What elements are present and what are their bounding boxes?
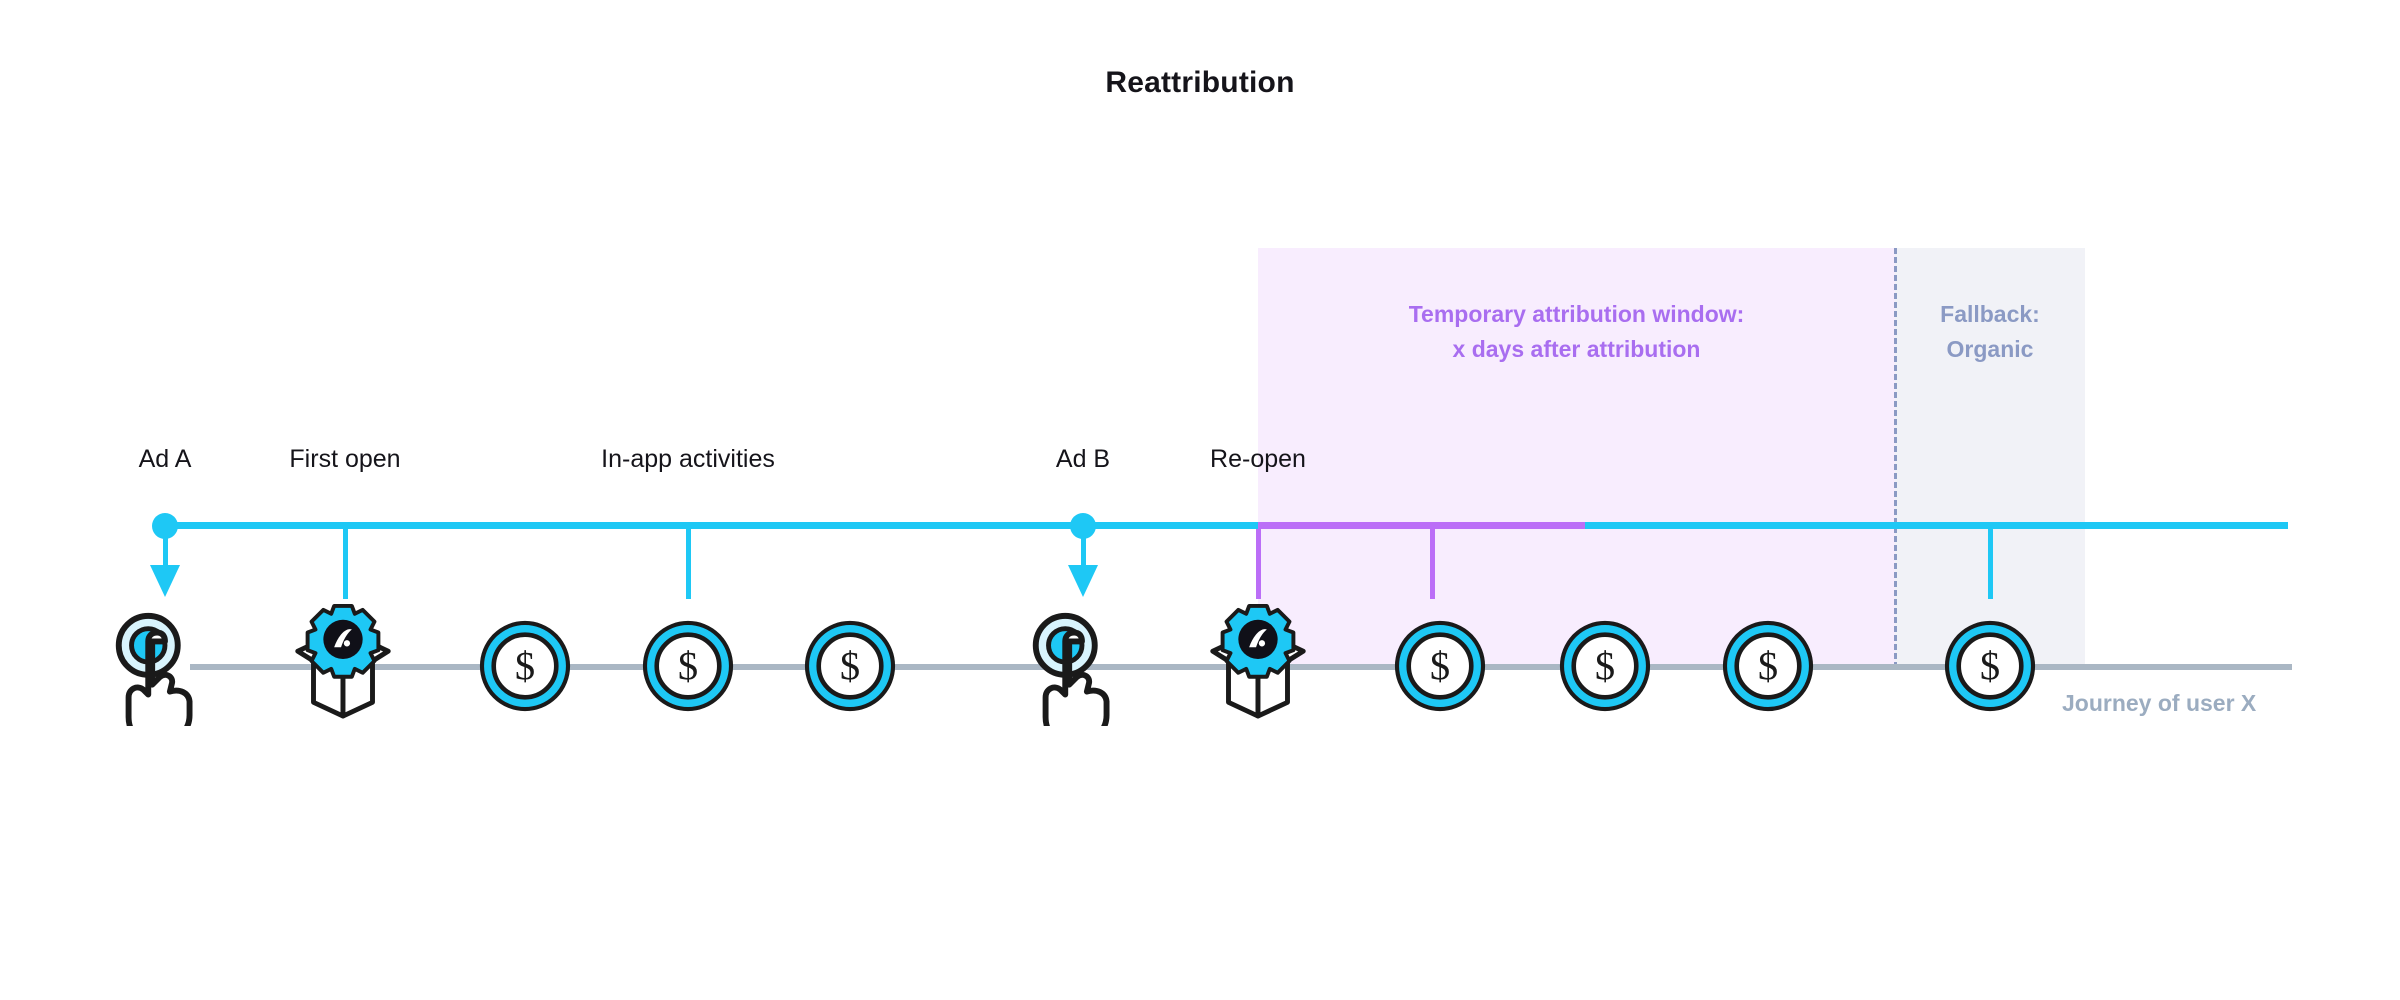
- timeline-tick-4: [1256, 529, 1261, 599]
- svg-text:$: $: [1980, 644, 2000, 689]
- timeline-label-1: First open: [289, 445, 401, 473]
- svg-text:$: $: [515, 644, 535, 689]
- dollar-coin-icon: $: [1559, 620, 1651, 712]
- svg-text:$: $: [840, 644, 860, 689]
- timeline-label-3: Ad B: [1055, 445, 1111, 473]
- fallback-label-line2: Organic: [1946, 336, 2034, 362]
- dollar-coin-icon: $: [1394, 620, 1486, 712]
- timeline-tick-attribution-window: [1430, 529, 1435, 599]
- timeline-label-2: In-app activities: [601, 445, 775, 473]
- app-install-box-icon: [1199, 600, 1317, 722]
- timeline-label-0: Ad A: [138, 445, 192, 473]
- timeline-label-4: Re-open: [1210, 445, 1306, 473]
- fallback-label-line1: Fallback:: [1940, 301, 2040, 327]
- svg-text:$: $: [1758, 644, 1778, 689]
- tap-click-icon: [108, 608, 218, 744]
- timeline-tick-fallback: [1988, 529, 1993, 599]
- attribution-window-label: Temporary attribution window: x days aft…: [1258, 297, 1895, 367]
- timeline-segment-cyan-left: [165, 522, 1258, 529]
- band-divider: [1894, 248, 1897, 668]
- svg-text:$: $: [1595, 644, 1615, 689]
- attribution-window-label-line1: Temporary attribution window:: [1408, 301, 1745, 327]
- dollar-coin-icon: $: [804, 620, 896, 712]
- tap-click-icon: [1025, 608, 1135, 744]
- app-install-box-icon: [284, 600, 402, 722]
- timeline-segment-purple: [1258, 522, 1585, 529]
- timeline-segment-cyan-right: [1585, 522, 2288, 529]
- dollar-coin-icon: $: [642, 620, 734, 712]
- timeline-arrow-head-3: [1068, 565, 1098, 597]
- timeline-arrow-head-0: [150, 565, 180, 597]
- svg-text:$: $: [1430, 644, 1450, 689]
- timeline-arrow-stem-0: [163, 529, 168, 573]
- svg-text:$: $: [678, 644, 698, 689]
- attribution-window-label-line2: x days after attribution: [1452, 336, 1701, 362]
- timeline-arrow-stem-3: [1081, 529, 1086, 573]
- attribution-window-band: [1258, 248, 1895, 668]
- timeline-tick-2: [686, 529, 691, 599]
- dollar-coin-icon: $: [1944, 620, 2036, 712]
- journey-caption: Journey of user X: [2062, 690, 2257, 716]
- fallback-label: Fallback: Organic: [1895, 297, 2085, 367]
- timeline-tick-1: [343, 529, 348, 599]
- page-title: Reattribution: [1105, 66, 1295, 99]
- dollar-coin-icon: $: [479, 620, 571, 712]
- dollar-coin-icon: $: [1722, 620, 1814, 712]
